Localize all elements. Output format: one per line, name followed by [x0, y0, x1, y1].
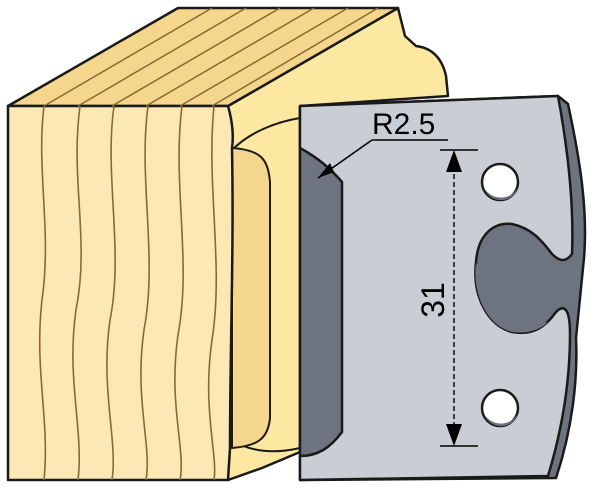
profile-knife	[298, 94, 587, 482]
wood-end-face	[6, 104, 235, 482]
wood-workpiece	[6, 6, 450, 482]
height-arrow-bottom	[446, 424, 462, 446]
height-label: 31	[415, 282, 451, 318]
knife-hole-bottom-shade	[484, 414, 518, 427]
dimension-annotations: R2.5 31	[317, 108, 478, 447]
radius-arrowhead	[318, 163, 334, 178]
height-arrow-top	[446, 150, 462, 172]
knife-notch-shade	[475, 262, 548, 333]
radius-label: R2.5	[372, 108, 435, 141]
knife-hole-top-shade	[484, 188, 518, 201]
wood-profile-step-top	[231, 117, 301, 151]
wood-end-grain	[38, 105, 218, 481]
wood-profile-groove	[231, 147, 271, 449]
wood-top-grain	[43, 7, 379, 107]
